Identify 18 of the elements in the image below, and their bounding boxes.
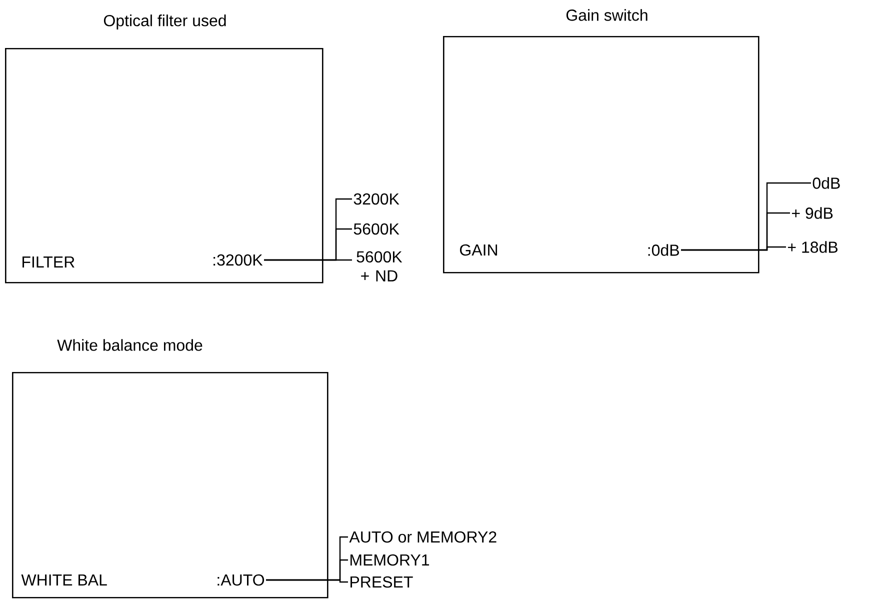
setting-value: :3200K xyxy=(214,254,263,266)
option-text: 5600K xyxy=(354,223,400,235)
option-text: MEMORY1 xyxy=(350,554,430,566)
option-text: 0dB xyxy=(812,177,840,189)
option-text: 3200K xyxy=(354,193,400,205)
option-text: PRESET xyxy=(350,576,413,588)
setting-value: :0dB xyxy=(648,244,679,256)
option-text: AUTO or MEMORY2 xyxy=(349,531,496,543)
node-label: Gain switch xyxy=(566,9,648,21)
connector-line xyxy=(681,246,786,251)
option-text: + 18dB xyxy=(788,241,838,253)
option-text: 5600K + ND xyxy=(356,251,402,282)
node-label: White balance mode xyxy=(57,339,202,351)
connector-line xyxy=(266,579,348,583)
option-text: + 9dB xyxy=(792,207,833,219)
node-label: Optical filter used xyxy=(104,14,226,30)
connector-line xyxy=(264,259,352,261)
setting-value: :AUTO xyxy=(218,574,264,586)
